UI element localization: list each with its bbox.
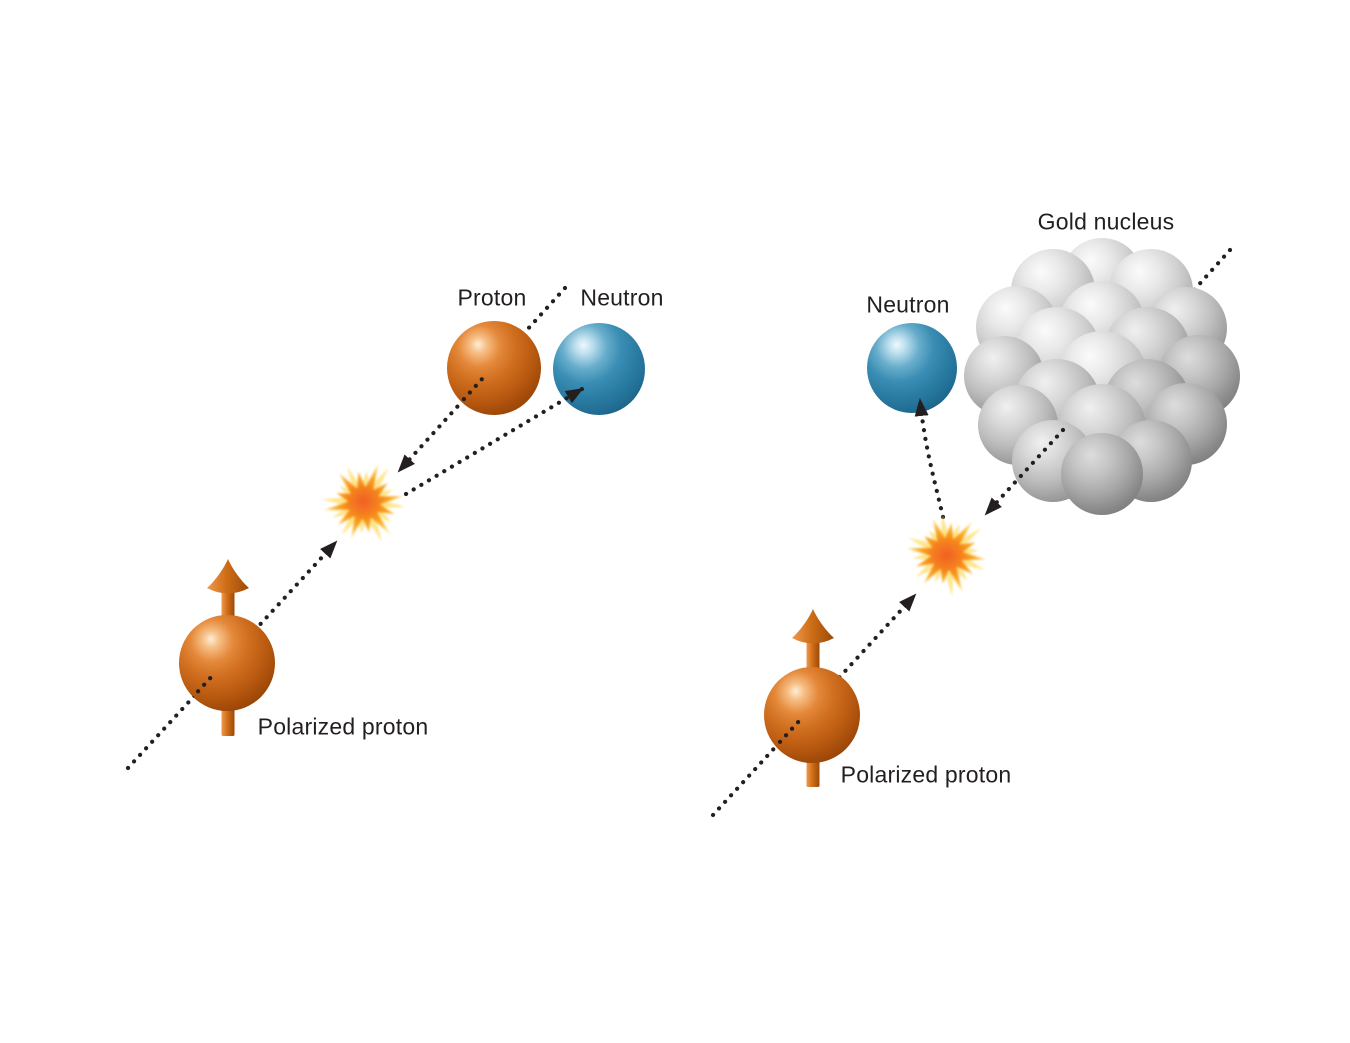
polarized-proton-sphere-left <box>179 615 275 711</box>
polarized-proton-right <box>764 609 860 787</box>
spin-arrow-cone <box>207 559 249 594</box>
proton-label: Proton <box>457 284 527 311</box>
polarized-proton-sphere-right <box>764 667 860 763</box>
neutron-label-left: Neutron <box>580 284 664 311</box>
burst-star <box>323 463 404 539</box>
gold-nucleus <box>964 238 1240 515</box>
collision-burst-left <box>322 463 405 542</box>
neutron-label-right: Neutron <box>866 291 950 318</box>
burst-star <box>906 517 987 593</box>
scattered-neutron-line-right <box>914 397 946 520</box>
proton-sphere <box>447 321 541 415</box>
scattered-neutron-line-left <box>403 386 585 497</box>
gold-nucleus-label: Gold nucleus <box>1037 208 1175 235</box>
polarized-proton-label-right: Polarized proton <box>840 761 1012 788</box>
neutron-sphere-right <box>867 323 957 413</box>
polarized-proton-left <box>179 559 275 736</box>
neutron-sphere-left <box>553 323 645 415</box>
polarized-proton-label-left: Polarized proton <box>257 713 429 740</box>
nucleus-ball <box>1061 433 1143 515</box>
spin-arrow-cone <box>792 609 834 644</box>
deflected-trajectory-from-nucleus <box>983 427 1066 517</box>
collision-burst-right <box>906 514 987 597</box>
